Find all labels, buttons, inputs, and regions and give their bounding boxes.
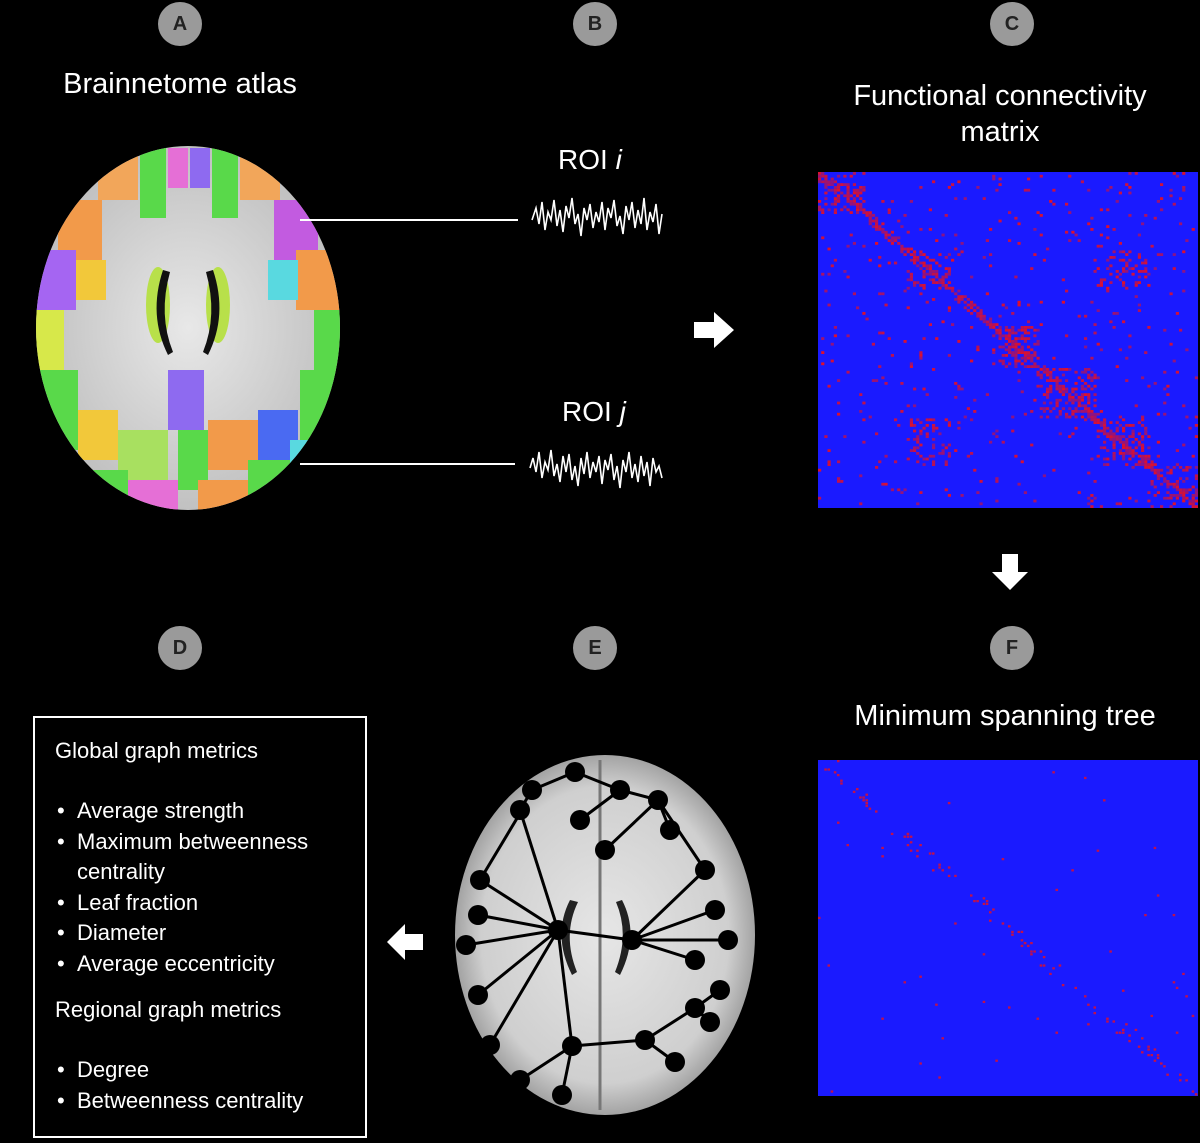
global-metric-item: Diameter xyxy=(55,918,365,949)
roi-i-timeseries xyxy=(531,197,663,237)
roi-i-var: i xyxy=(615,144,622,175)
arrow-left-icon xyxy=(387,924,423,960)
roi-connector-lines xyxy=(300,219,518,465)
roi-j-prefix: ROI xyxy=(562,396,612,427)
regional-metrics-list: Degree Betweenness centrality xyxy=(55,1055,365,1116)
matrix-cells xyxy=(818,760,1198,1096)
global-metric-item: Leaf fraction xyxy=(55,888,365,919)
matrix-background xyxy=(818,760,1198,1096)
fc-matrix-title-line2: matrix xyxy=(960,116,1040,148)
arrow-right-icon xyxy=(694,312,734,348)
roi-j-label: ROI j xyxy=(562,396,626,428)
mst-title: Minimum spanning tree xyxy=(854,700,1156,732)
atlas-title: Brainnetome atlas xyxy=(63,68,297,100)
badge-f: F xyxy=(990,626,1034,670)
global-metrics-list: Average strength Maximum betweenness cen… xyxy=(55,796,365,979)
regional-metric-item: Degree xyxy=(55,1055,365,1086)
roi-i-label: ROI i xyxy=(558,144,622,176)
matrix-cells xyxy=(818,172,1198,508)
functional-connectivity-matrix xyxy=(818,172,1198,508)
fc-matrix-title-line1: Functional connectivity xyxy=(853,80,1147,112)
regional-metric-item: Betweenness centrality xyxy=(55,1086,365,1117)
roi-j-var: j xyxy=(619,396,626,427)
roi-i-prefix: ROI xyxy=(558,144,608,175)
badge-c: C xyxy=(990,2,1034,46)
global-metrics-heading: Global graph metrics xyxy=(55,738,258,763)
badge-a: A xyxy=(158,2,202,46)
global-metric-item: Average strength xyxy=(55,796,365,827)
roi-j-timeseries xyxy=(529,449,663,489)
minimum-spanning-tree-matrix xyxy=(818,760,1198,1096)
badge-e: E xyxy=(573,626,617,670)
global-metric-item: Average eccentricity xyxy=(55,949,365,980)
brain-network-image xyxy=(455,755,755,1115)
graph-metrics-box: Global graph metrics Average strength Ma… xyxy=(33,716,367,1138)
network-nodes xyxy=(456,762,738,1105)
regional-metrics-heading: Regional graph metrics xyxy=(55,997,282,1022)
badge-b: B xyxy=(573,2,617,46)
arrow-down-icon xyxy=(992,554,1028,590)
badge-d: D xyxy=(158,626,202,670)
global-metric-item: Maximum betweenness centrality xyxy=(55,827,365,888)
brain-atlas-image xyxy=(36,146,340,510)
